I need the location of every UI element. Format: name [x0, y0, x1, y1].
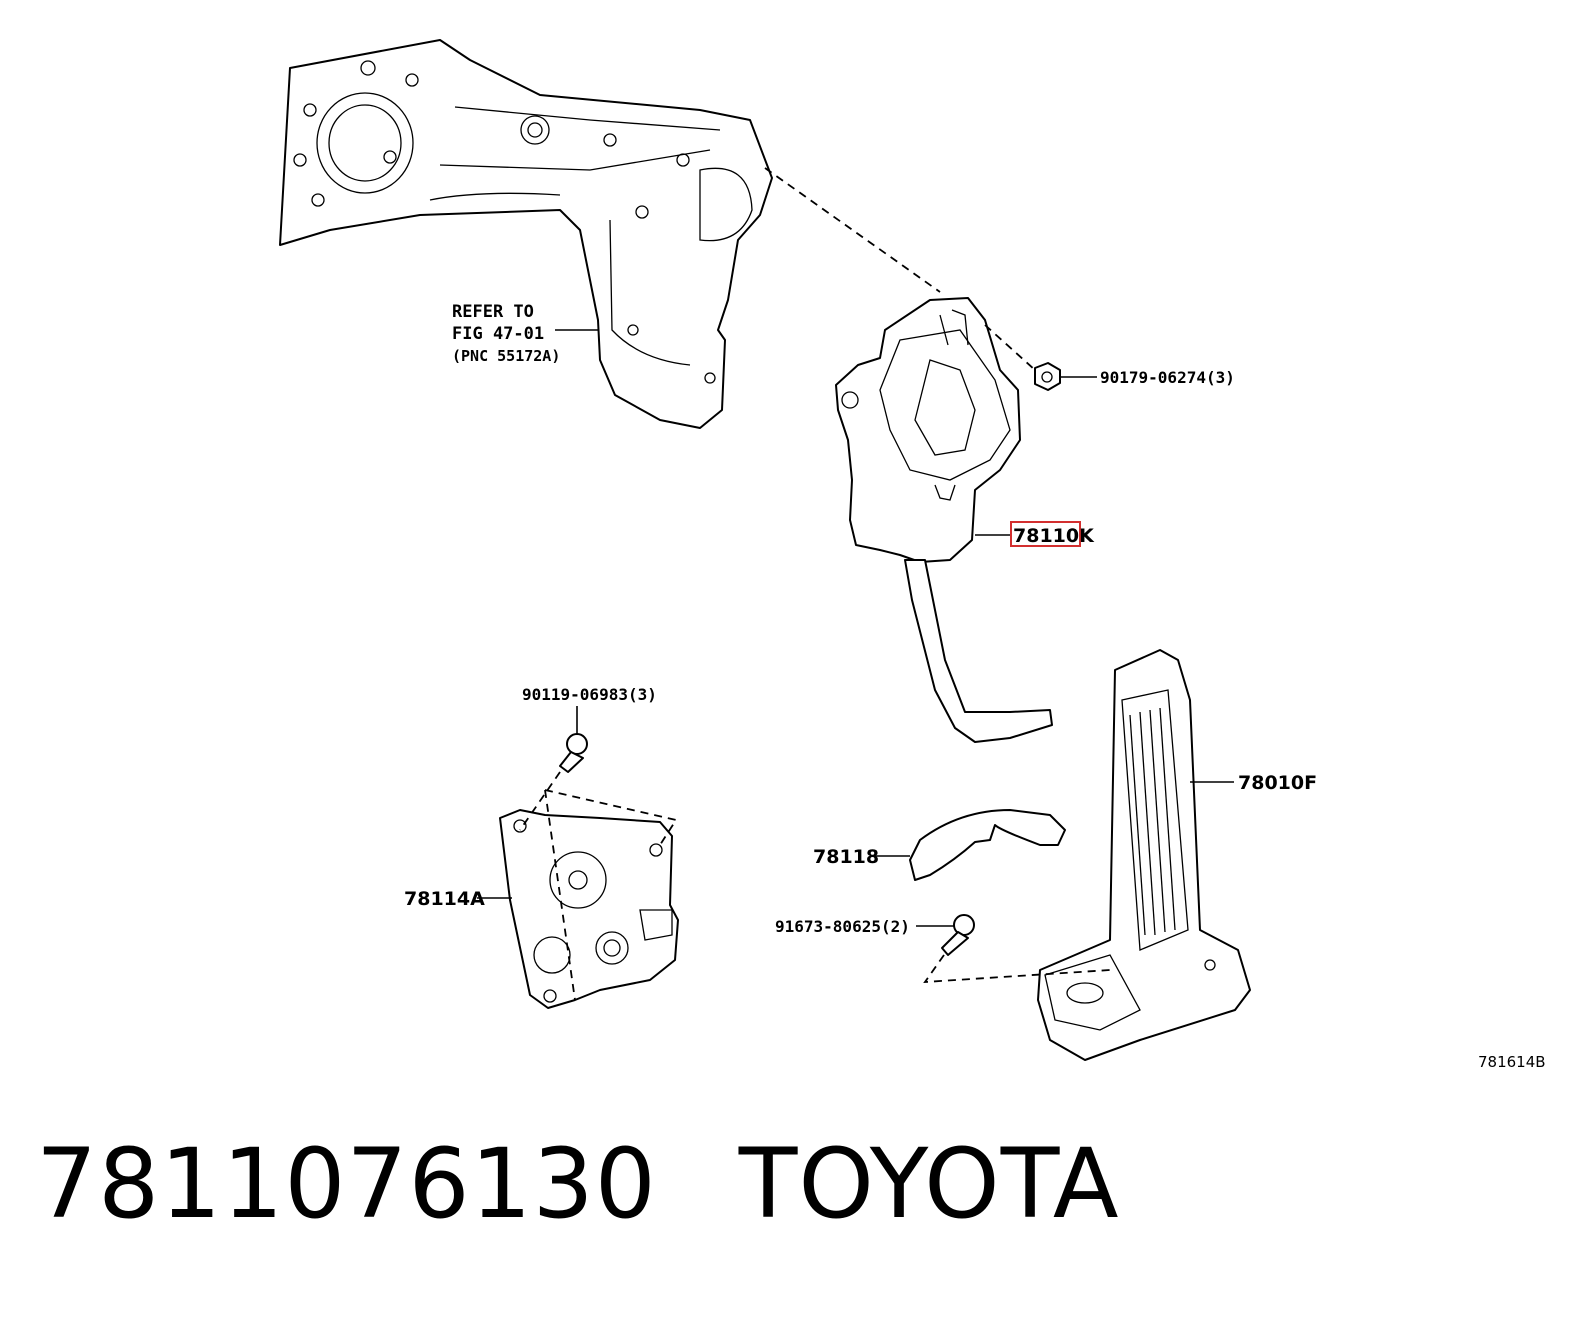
assembly-link-dash	[764, 167, 941, 293]
brand-name: TOYOTA	[738, 1128, 1120, 1240]
bracket-link-dash-2	[544, 789, 678, 846]
parts-diagram: REFER TO FIG 47-01 (PNC 55172A) 90179-06…	[279, 39, 1546, 1071]
accelerator-sensor-assembly	[835, 297, 1053, 743]
bolt-90119-06983	[559, 733, 588, 773]
pedal-cover	[909, 809, 1066, 881]
refer-note-line-2: FIG 47-01	[452, 324, 544, 344]
part-number: 7811076130	[36, 1128, 657, 1240]
lower-bolt-link-dash	[923, 954, 1111, 984]
callout-cover: 78118	[813, 846, 879, 868]
bracket-link-dash-3	[544, 789, 576, 1001]
bottom-caption: 7811076130 TOYOTA	[36, 1128, 1120, 1240]
bracket-link-dash-1	[519, 771, 561, 831]
refer-note: REFER TO FIG 47-01 (PNC 55172A)	[452, 302, 560, 365]
accelerator-pedal	[1037, 649, 1251, 1061]
callout-nut: 90179-06274(3)	[1100, 368, 1235, 387]
callout-pedal: 78010F	[1238, 772, 1317, 794]
bolt-91673-80625	[941, 914, 975, 956]
refer-note-line-1: REFER TO	[452, 302, 534, 322]
callout-highlight-box	[1010, 521, 1081, 547]
callout-bolt-lower: 91673-80625(2)	[775, 917, 910, 936]
nut-link-dash	[984, 324, 1036, 371]
dash-panel-bracket	[279, 39, 773, 429]
callout-bracket: 78114A	[404, 888, 485, 910]
pedal-bracket	[499, 809, 679, 1009]
illustration-code: 781614B	[1478, 1053, 1546, 1071]
callout-sensor: 78110K	[1013, 525, 1095, 547]
callout-bolt-upper: 90119-06983(3)	[522, 685, 657, 704]
refer-note-line-3: (PNC 55172A)	[452, 347, 560, 365]
nut-90179-06274	[1034, 362, 1061, 391]
